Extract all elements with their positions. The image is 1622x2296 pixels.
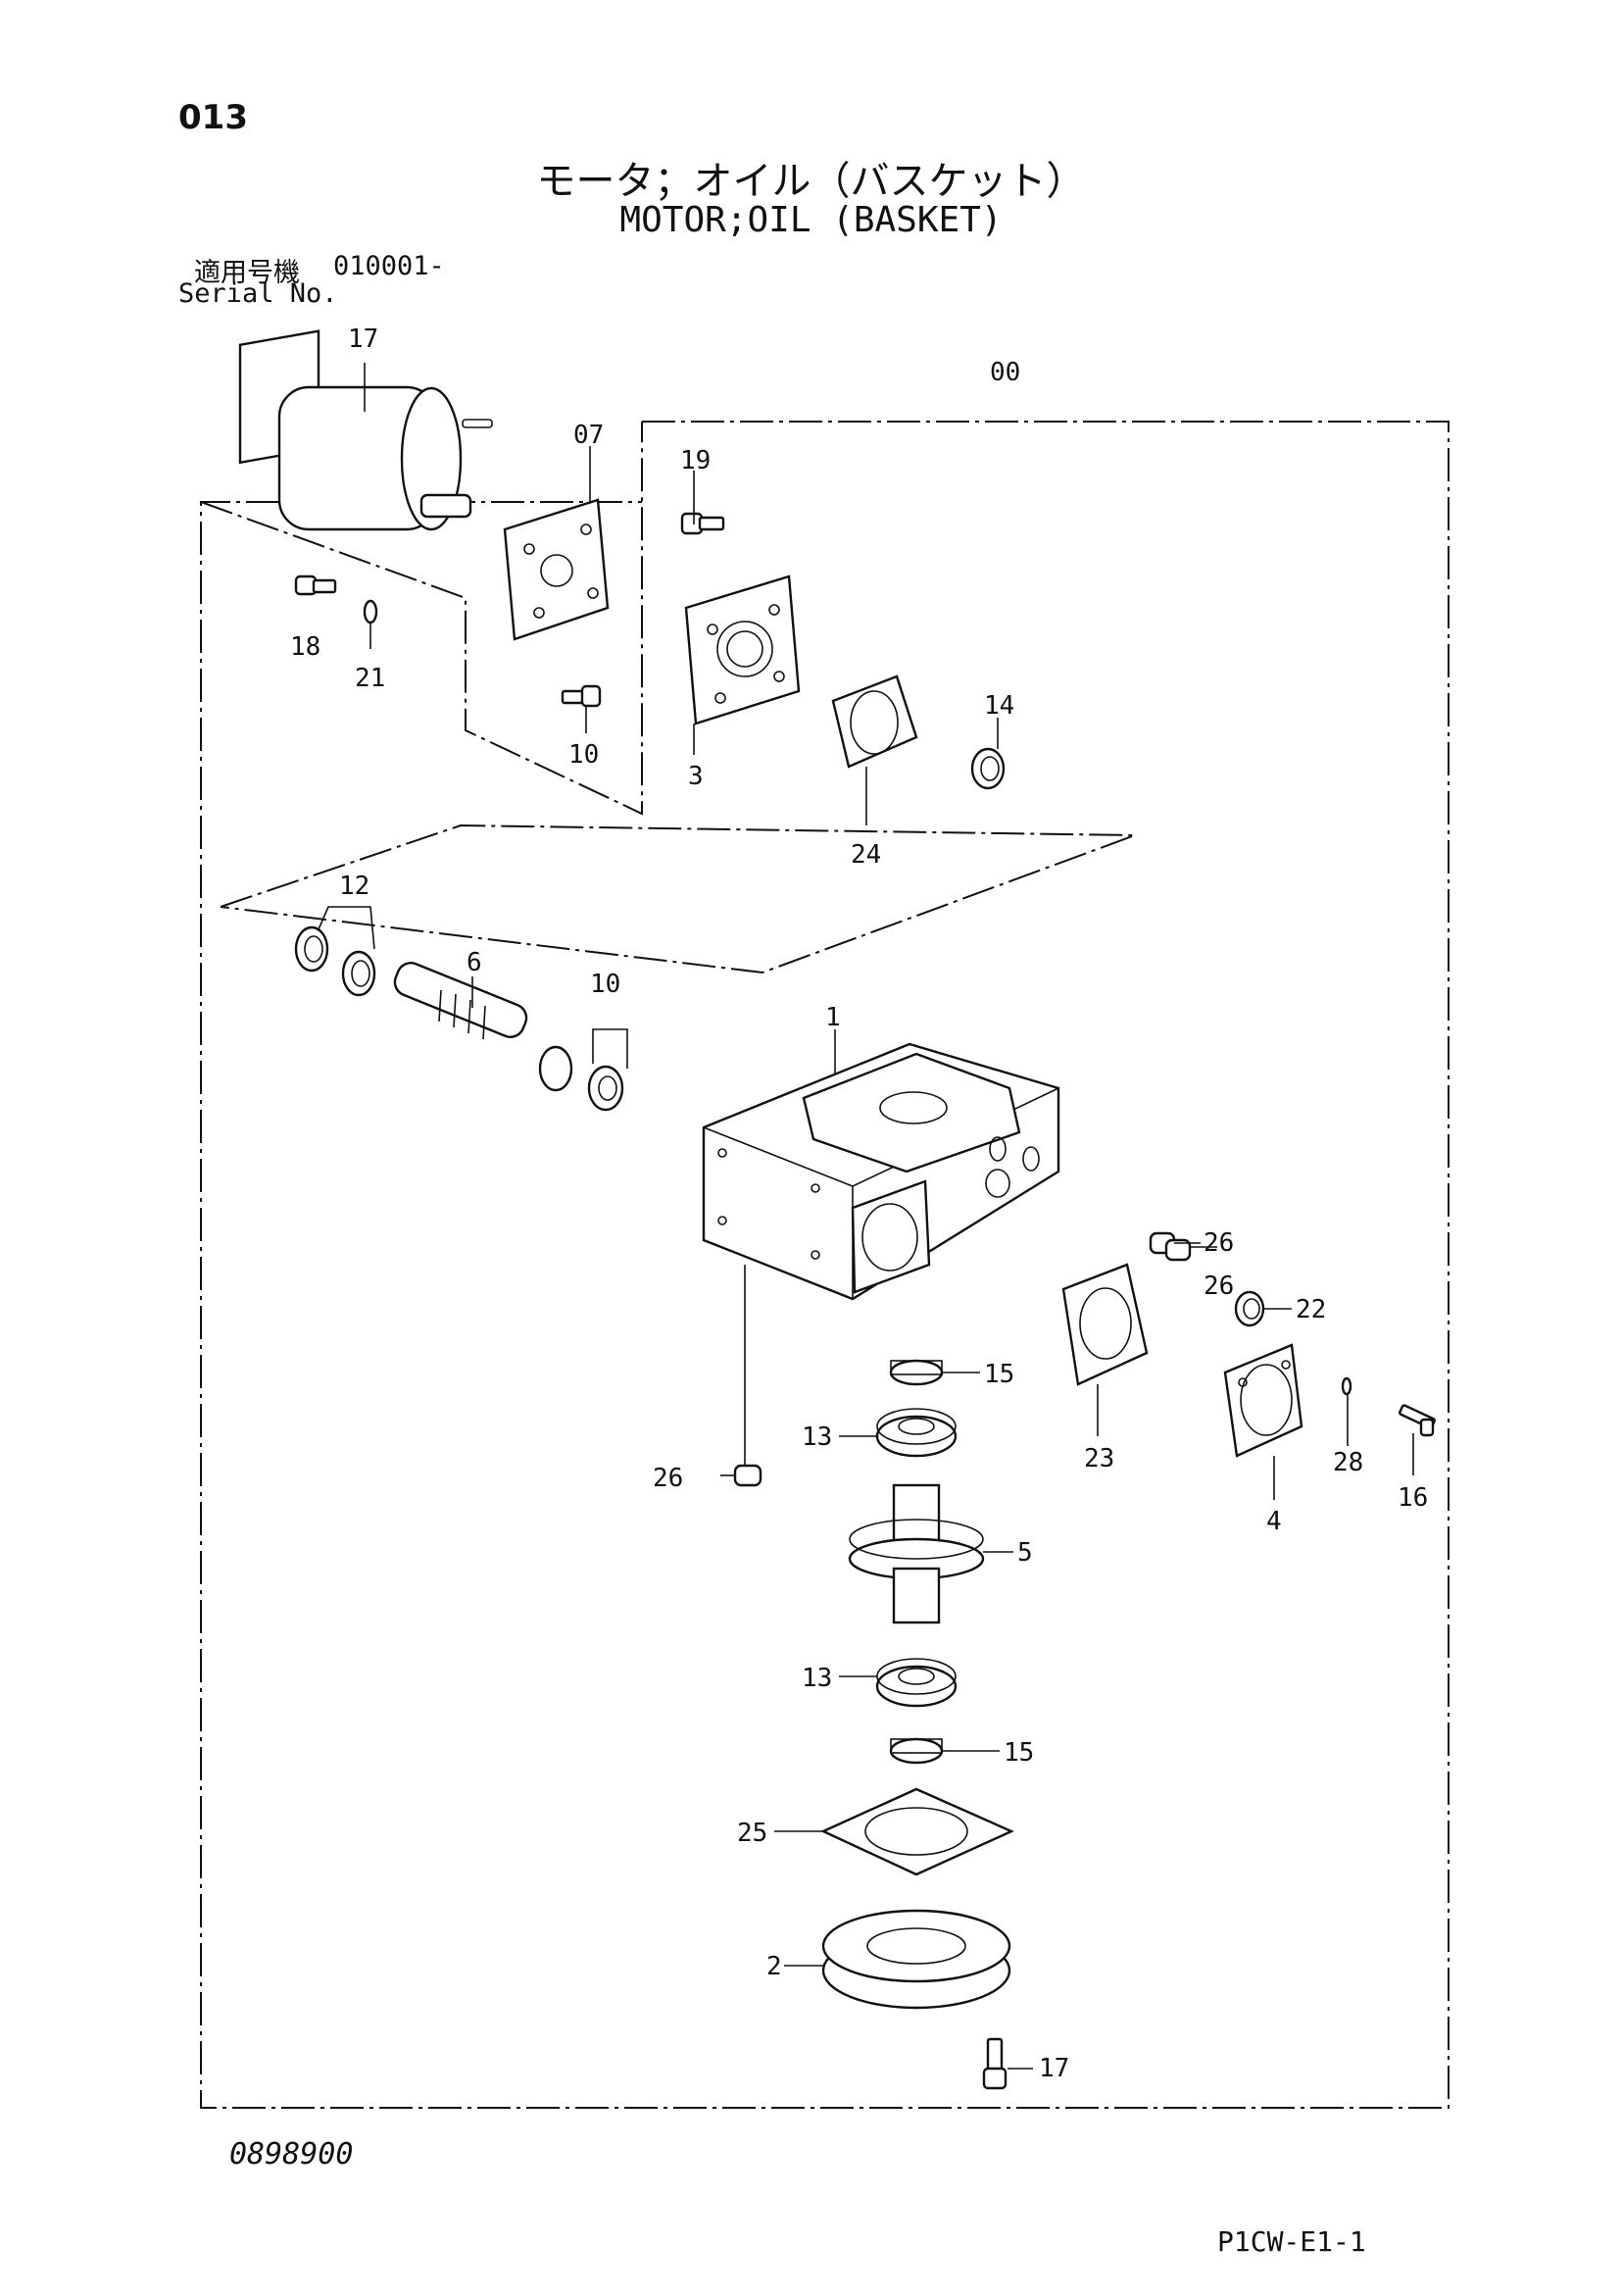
- leader-lines: [318, 363, 1414, 2070]
- callout-15-lower: 15: [1004, 1738, 1034, 1768]
- motor-group-boundary: [200, 422, 643, 816]
- gear-housing-1: [702, 1042, 1060, 1301]
- callout-00: 00: [990, 358, 1020, 387]
- callout-17-bolt: 17: [1039, 2054, 1069, 2083]
- bushing-15-lower: [889, 1737, 944, 1765]
- callout-2: 2: [766, 1952, 782, 1981]
- bearing-13-upper: [875, 1408, 958, 1458]
- plug-26-c: [733, 1464, 762, 1487]
- bushing-15-upper: [889, 1359, 944, 1386]
- callout-14: 14: [984, 691, 1014, 721]
- callout-13-upper: 13: [802, 1423, 832, 1452]
- flange-3: [684, 574, 801, 725]
- oil-seal-22: [1234, 1290, 1265, 1327]
- washer-21: [363, 599, 378, 624]
- cover-4: [1223, 1343, 1303, 1458]
- callout-25: 25: [737, 1819, 767, 1848]
- bolt-18: [294, 574, 337, 596]
- bolt-17-lower: [982, 2037, 1008, 2090]
- callout-22: 22: [1296, 1295, 1326, 1324]
- bolt-10-upper: [561, 684, 602, 708]
- gasket-25: [820, 1787, 1014, 1876]
- oil-seal-14: [970, 747, 1006, 790]
- bearing-10-lower: [538, 1045, 624, 1112]
- seal-12: [294, 925, 376, 997]
- sheet-code: P1CW-E1-1: [1217, 2225, 1366, 2258]
- callout-10-upper: 10: [568, 740, 599, 770]
- seal-alignment-loop: [220, 824, 1136, 974]
- callout-15-upper: 15: [984, 1360, 1014, 1389]
- bearing-13-lower: [875, 1658, 958, 1708]
- gasket-23: [1061, 1263, 1149, 1386]
- callout-28: 28: [1333, 1448, 1363, 1477]
- callout-4: 4: [1266, 1507, 1282, 1536]
- serial-label-japanese: 適用号機: [194, 258, 300, 288]
- bottom-cover-2: [821, 1909, 1011, 2010]
- callout-21: 21: [355, 664, 385, 693]
- page-number: 013: [178, 98, 248, 137]
- washer-28: [1341, 1376, 1352, 1396]
- callout-07: 07: [573, 421, 604, 450]
- callout-5: 5: [1017, 1538, 1033, 1568]
- title-japanese: モータ；オイル（バスケット）: [536, 159, 1086, 204]
- callout-1: 1: [825, 1003, 841, 1032]
- oil-motor: [238, 329, 493, 531]
- worm-gear-5: [848, 1483, 985, 1624]
- plug-26-b: [1164, 1238, 1192, 1262]
- callout-26-c: 26: [653, 1464, 683, 1493]
- callout-12: 12: [339, 872, 369, 901]
- callout-3: 3: [688, 762, 704, 791]
- callout-16: 16: [1398, 1483, 1428, 1513]
- adapter-plate-07: [503, 498, 610, 641]
- callout-13-lower: 13: [802, 1664, 832, 1693]
- catalog-number: 0898900: [229, 2137, 354, 2171]
- serial-value: 010001-: [333, 251, 445, 281]
- title-english: MOTOR;OIL (BASKET): [619, 200, 1003, 240]
- callout-10-lower: 10: [590, 970, 620, 999]
- assembly-boundary: [200, 421, 1450, 2109]
- worm-shaft-6: [393, 962, 528, 1040]
- serial-label-english: Serial No.: [178, 278, 338, 309]
- bolt-16: [1399, 1404, 1436, 1437]
- callout-26-b: 26: [1204, 1272, 1234, 1301]
- callout-26-a: 26: [1204, 1228, 1234, 1258]
- callout-19: 19: [680, 446, 711, 475]
- gasket-24: [831, 674, 918, 769]
- callout-18: 18: [290, 632, 320, 662]
- callout-23: 23: [1084, 1444, 1114, 1473]
- callout-6: 6: [467, 948, 482, 977]
- callout-24: 24: [851, 840, 881, 870]
- bolt-19: [680, 512, 725, 535]
- callout-17-motor: 17: [348, 324, 378, 354]
